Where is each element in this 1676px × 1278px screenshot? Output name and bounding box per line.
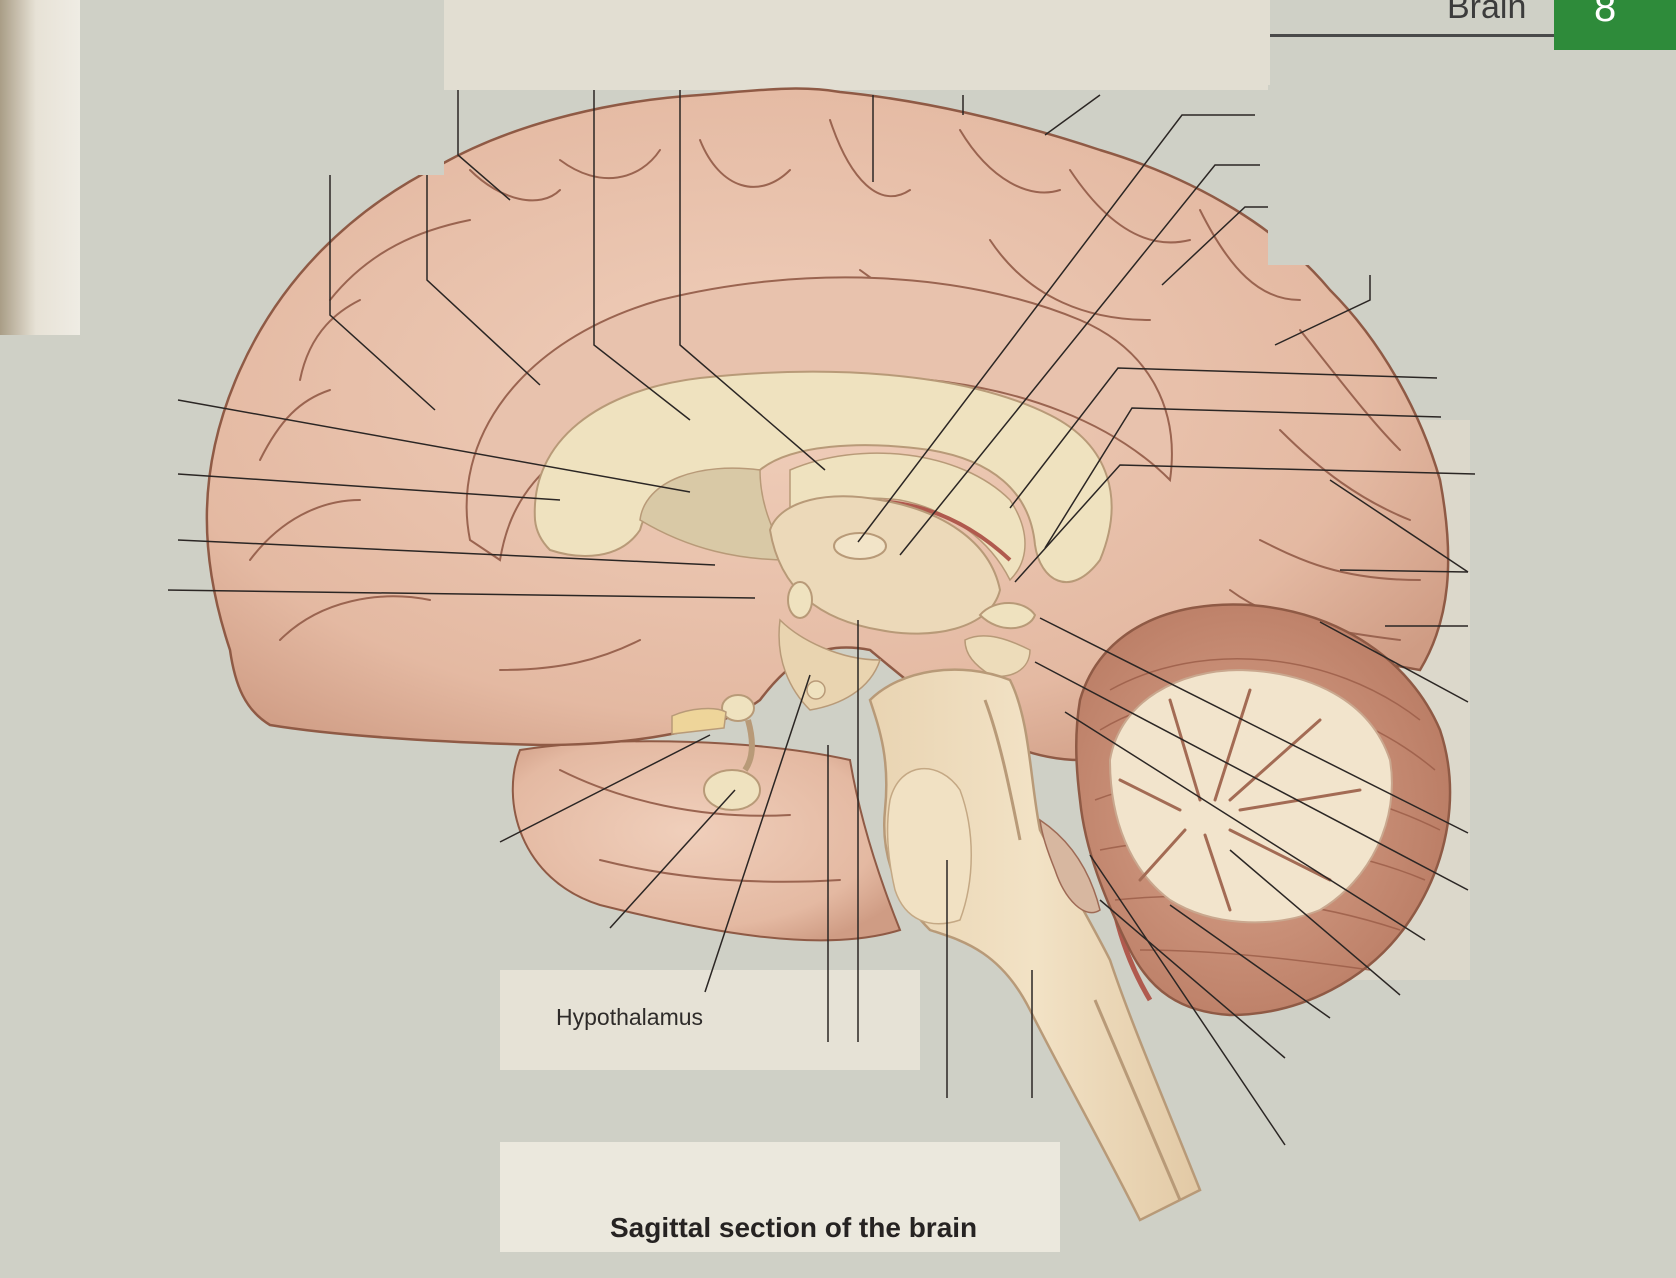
leader-line — [857, 114, 1255, 543]
leader-line — [177, 399, 691, 493]
leader-line — [704, 674, 811, 993]
leader-line — [1089, 854, 1286, 1146]
optic-chiasma — [721, 694, 755, 722]
corpus-callosum — [533, 370, 1113, 584]
leader-line — [1274, 275, 1371, 346]
leader-line — [457, 90, 511, 201]
leader-line — [1319, 621, 1469, 703]
thalamus — [768, 495, 1002, 635]
hypothalamus-region — [778, 618, 882, 711]
leader-line — [1339, 569, 1469, 573]
leader-line — [1064, 711, 1426, 941]
leader-line — [1229, 849, 1401, 996]
leader-line — [1009, 367, 1438, 509]
pineal-gland — [978, 602, 1037, 630]
leader-line — [177, 539, 716, 566]
leader-line — [593, 90, 691, 421]
leader-line — [1044, 407, 1442, 549]
header-rule — [1270, 34, 1570, 37]
leader-line — [499, 734, 711, 843]
hypothalamus-label: Hypothalamus — [556, 1004, 704, 1030]
cerebral-aqueduct — [983, 699, 1022, 841]
label-cover-box — [0, 335, 168, 730]
paper-panel-caption — [500, 1142, 1060, 1252]
leader-line — [426, 175, 541, 386]
leader-line — [1099, 899, 1286, 1059]
temporal-lobe — [511, 740, 902, 942]
leader-line — [609, 789, 736, 929]
label-cover-box — [164, 0, 444, 175]
leader-line — [1039, 617, 1469, 834]
chapter-tab — [1554, 0, 1676, 50]
arbor-vitae-branches — [1118, 688, 1362, 912]
label-cover-boxes — [0, 0, 1648, 730]
interthalamic-adhesion — [833, 532, 887, 560]
corpora-quadrigemina — [964, 635, 1031, 677]
paper-panel-top — [440, 0, 1270, 90]
leader-line — [164, 589, 756, 599]
leader-line — [679, 90, 826, 471]
leader-line — [1329, 479, 1469, 573]
chapter-header-text: Brain — [1447, 0, 1527, 26]
paper-panel-bottom — [500, 970, 920, 1070]
optic-nerve — [671, 707, 727, 735]
leader-lines — [164, 90, 1476, 1146]
textbook-page-edge — [0, 0, 80, 340]
fourth-ventricle — [1039, 818, 1101, 914]
label-cover-box — [1268, 175, 1648, 265]
leader-line — [177, 473, 561, 501]
leader-line — [1044, 94, 1101, 136]
septum-pellucidum — [639, 467, 792, 561]
pituitary-stalk — [742, 719, 755, 772]
leader-line — [899, 164, 1260, 556]
figure-caption: Sagittal section of the brain — [610, 1212, 978, 1243]
chapter-tab-number: 8 — [1594, 0, 1617, 30]
anterior-commissure — [787, 581, 813, 619]
label-cover-box — [1268, 85, 1648, 175]
mammillary-body — [806, 680, 826, 700]
leader-line — [329, 175, 436, 411]
leader-line — [1034, 661, 1469, 891]
leader-line — [1014, 464, 1476, 583]
leader-line — [1169, 904, 1331, 1019]
central-canal — [1093, 999, 1182, 1201]
pituitary-gland — [703, 769, 761, 811]
gyri-lines — [249, 119, 1421, 883]
pons — [886, 767, 972, 925]
